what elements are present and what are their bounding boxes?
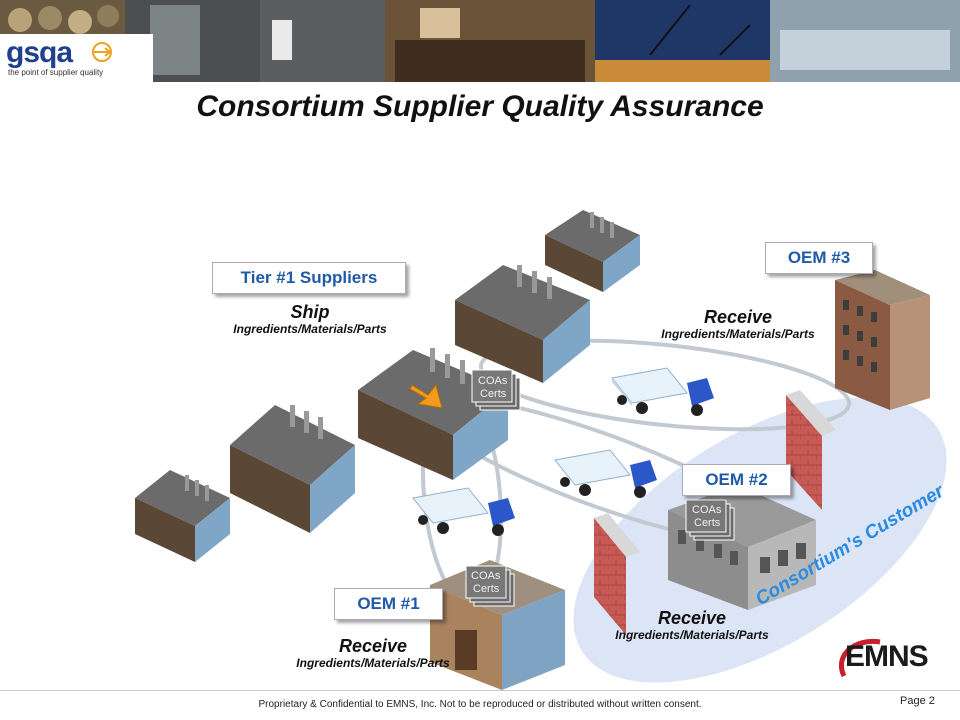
ship-object: Ingredients/Materials/Parts	[233, 322, 387, 336]
page-number: Page 2	[900, 695, 935, 707]
receive-oem1-object: Ingredients/Materials/Parts	[296, 656, 450, 670]
ship-action: Ship Ingredients/Materials/Parts	[205, 302, 415, 337]
receive-oem3-verb: Receive	[703, 307, 773, 327]
doc-stack-oem2: COAs Certs	[685, 499, 735, 541]
brick-wall-upper	[786, 390, 836, 510]
oem2-label: OEM #2	[682, 464, 791, 496]
doc-label-coas: COAs	[478, 375, 508, 387]
truck-upper	[611, 367, 714, 416]
supply-diagram: COAs Certs COAs Certs COAs Certs	[135, 210, 947, 690]
truck-middle	[554, 449, 657, 498]
receive-oem1-action: Receive Ingredients/Materials/Parts	[263, 636, 483, 671]
factory-left	[230, 405, 355, 533]
doc-label-certs: Certs	[694, 517, 721, 529]
logo-tagline: the point of supplier quality	[8, 68, 104, 77]
oem3-label: OEM #3	[765, 242, 873, 274]
logo-area	[0, 34, 153, 82]
receive-oem3-object: Ingredients/Materials/Parts	[661, 327, 815, 341]
doc-stack-center: COAs Certs	[471, 369, 521, 411]
oem3-building	[835, 270, 930, 410]
emns-logo: EMNS	[845, 640, 929, 673]
footer-text: Proprietary & Confidential to EMNS, Inc.…	[258, 699, 702, 710]
orange-arrow-icon	[409, 383, 443, 409]
truck-lower	[412, 487, 515, 536]
factory-small-left	[135, 470, 230, 562]
oem1-label: OEM #1	[334, 588, 443, 620]
receive-oem2-action: Receive Ingredients/Materials/Parts	[582, 608, 802, 643]
doc-stack-oem1: COAs Certs	[465, 565, 515, 607]
target-arrow-icon	[92, 42, 112, 62]
factory-top	[545, 210, 640, 292]
factory-upper	[455, 265, 590, 383]
oem1-building	[430, 560, 565, 690]
tier1-suppliers-label: Tier #1 Suppliers	[212, 262, 406, 294]
receive-oem2-verb: Receive	[657, 608, 727, 628]
footer-divider	[0, 690, 960, 691]
gsqa-logo: gsqa	[6, 36, 73, 69]
receive-oem3-action: Receive Ingredients/Materials/Parts	[628, 307, 848, 342]
doc-label-certs: Certs	[473, 583, 500, 595]
receive-oem2-object: Ingredients/Materials/Parts	[615, 628, 769, 642]
doc-label-coas: COAs	[471, 570, 501, 582]
ship-verb: Ship	[290, 302, 330, 322]
doc-label-certs: Certs	[480, 388, 507, 400]
doc-label-coas: COAs	[692, 504, 722, 516]
receive-oem1-verb: Receive	[338, 636, 408, 656]
brick-wall-lower	[594, 513, 640, 635]
page-title: Consortium Supplier Quality Assurance	[196, 90, 764, 123]
factory-center	[358, 348, 508, 480]
emns-swoosh-icon	[839, 638, 881, 678]
